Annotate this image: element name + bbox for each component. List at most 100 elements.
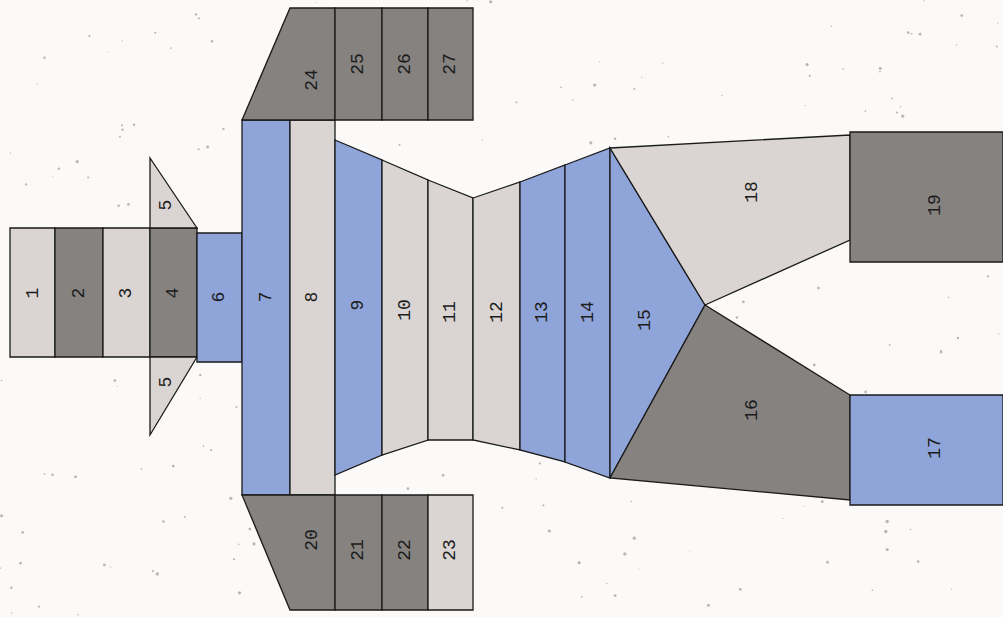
callout-number: 27 bbox=[441, 53, 459, 75]
figure-part: 23 bbox=[428, 495, 473, 610]
speckle-dot bbox=[739, 588, 742, 591]
speckle-dot bbox=[121, 128, 123, 130]
part-outline bbox=[565, 148, 610, 478]
part-shape bbox=[242, 120, 290, 495]
speckle-dot bbox=[956, 44, 957, 45]
callout-number: 13 bbox=[533, 301, 551, 323]
part-outline bbox=[382, 160, 428, 455]
speckle-dot bbox=[716, 307, 717, 308]
speckle-dot bbox=[805, 63, 808, 66]
speckle-dot bbox=[907, 31, 910, 34]
speckle-dot bbox=[238, 543, 240, 545]
callout-number: 4 bbox=[164, 288, 182, 299]
callout-number: 11 bbox=[441, 301, 459, 323]
speckle-dot bbox=[886, 548, 889, 551]
figure-part: 5 bbox=[150, 357, 197, 435]
part-outline bbox=[473, 182, 520, 450]
speckle-dot bbox=[614, 594, 617, 597]
callout-number: 9 bbox=[349, 300, 367, 311]
speckle-dot bbox=[614, 138, 616, 140]
speckle-dot bbox=[896, 111, 898, 113]
speckle-dot bbox=[248, 528, 251, 531]
speckle-dot bbox=[58, 168, 60, 170]
figure-part: 10 bbox=[382, 160, 428, 455]
speckle-dot bbox=[156, 572, 159, 575]
speckle-dot bbox=[152, 570, 154, 572]
speckle-dot bbox=[879, 71, 881, 73]
speckle-dot bbox=[623, 552, 626, 555]
part-outline bbox=[335, 8, 382, 120]
speckle-dot bbox=[940, 351, 942, 353]
part-outline bbox=[610, 135, 850, 305]
speckle-dot bbox=[141, 468, 143, 470]
speckle-dot bbox=[198, 148, 200, 150]
part-outline bbox=[428, 495, 473, 610]
speckle-dot bbox=[113, 379, 116, 382]
speckle-dot bbox=[154, 32, 156, 34]
speckle-dot bbox=[37, 83, 38, 84]
speckle-dot bbox=[707, 604, 710, 607]
speckle-dot bbox=[74, 475, 77, 478]
speckle-dot bbox=[25, 183, 27, 185]
speckle-dot bbox=[211, 40, 214, 43]
speckle-dot bbox=[10, 153, 11, 154]
speckle-dot bbox=[233, 558, 235, 560]
speckle-dot bbox=[489, 0, 492, 3]
part-outline bbox=[290, 120, 335, 495]
callout-number: 26 bbox=[396, 53, 414, 75]
figure-part: 17 bbox=[850, 395, 1003, 505]
part-outline bbox=[850, 132, 1003, 262]
speckle-dot bbox=[662, 62, 663, 63]
callout-number: 12 bbox=[488, 301, 506, 323]
speckle-dot bbox=[998, 333, 999, 334]
speckle-dot bbox=[606, 583, 607, 584]
speckle-dot bbox=[199, 397, 200, 398]
callout-number: 20 bbox=[303, 529, 321, 551]
figure-part: 2 bbox=[55, 228, 103, 357]
speckle-dot bbox=[119, 136, 121, 138]
speckle-dot bbox=[960, 14, 963, 17]
part-outline bbox=[150, 228, 197, 357]
callout-number: 19 bbox=[926, 194, 944, 216]
callout-number: 18 bbox=[743, 181, 761, 203]
speckle-dot bbox=[900, 106, 902, 108]
speckle-dot bbox=[407, 487, 410, 490]
speckle-dot bbox=[589, 141, 592, 144]
callout-number: 25 bbox=[349, 53, 367, 75]
figure-part: 20 bbox=[242, 495, 335, 610]
part-shape bbox=[150, 357, 197, 435]
callout-number: 14 bbox=[579, 301, 597, 323]
callout-number: 16 bbox=[743, 399, 761, 421]
speckle-dot bbox=[252, 542, 255, 545]
speckle-dot bbox=[831, 25, 833, 27]
figure-part: 12 bbox=[473, 182, 520, 450]
figure-part: 14 bbox=[565, 148, 610, 478]
callout-number: 22 bbox=[396, 539, 414, 561]
speckle-dot bbox=[578, 561, 581, 564]
figure-part: 6 bbox=[197, 233, 242, 362]
speckle-dot bbox=[52, 176, 53, 177]
speckle-dot bbox=[44, 473, 46, 475]
part-outline bbox=[382, 495, 428, 610]
figure-part: 24 bbox=[242, 8, 335, 120]
speckle-dot bbox=[117, 204, 120, 207]
speckle-dot bbox=[631, 501, 633, 503]
speckle-dot bbox=[43, 56, 46, 59]
part-shape bbox=[610, 135, 850, 305]
figure-part: 5 bbox=[150, 158, 197, 228]
speckle-dot bbox=[238, 591, 241, 594]
figure-part: 16 bbox=[610, 305, 850, 500]
part-outline bbox=[335, 495, 382, 610]
speckle-dot bbox=[948, 297, 949, 298]
part-shape bbox=[242, 495, 335, 610]
figure-part: 11 bbox=[428, 180, 473, 440]
part-outline bbox=[150, 357, 197, 435]
speckle-dot bbox=[742, 301, 745, 304]
speckle-dot bbox=[865, 110, 867, 112]
callout-number: 5 bbox=[157, 377, 175, 388]
speckle-dot bbox=[539, 462, 541, 464]
part-outline bbox=[850, 395, 1003, 505]
part-outline bbox=[55, 228, 103, 357]
speckle-dot bbox=[0, 567, 1, 569]
speckle-dot bbox=[172, 465, 175, 468]
